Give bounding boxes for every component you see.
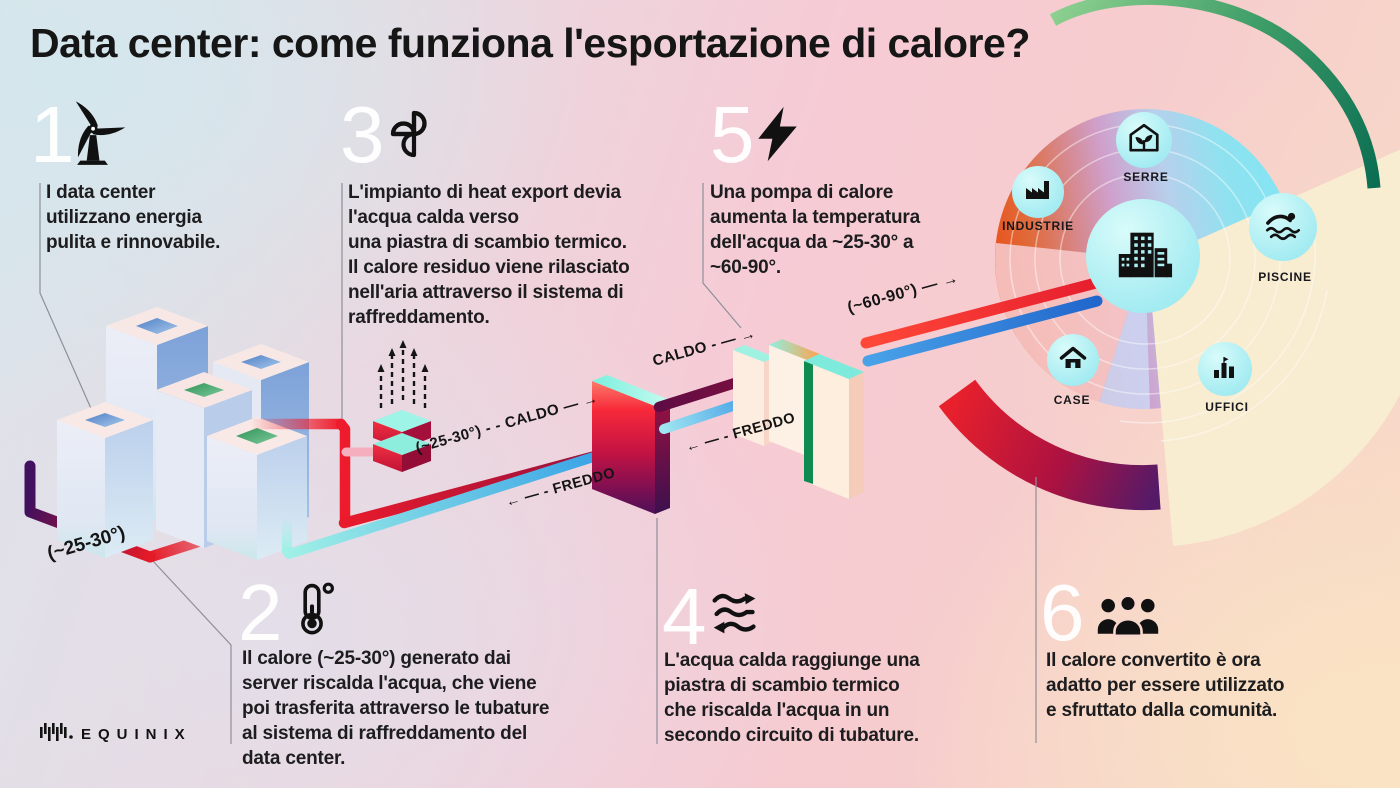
city-buildings-icon bbox=[1112, 223, 1174, 290]
community-industrie-circle bbox=[1012, 166, 1064, 218]
community-serre-circle bbox=[1116, 112, 1172, 168]
step-3-text: L'impianto di heat export devia l'acqua … bbox=[348, 182, 630, 329]
green-arc bbox=[1049, 0, 1381, 189]
step-2-text: Il calore (~25-30°) generato dai server … bbox=[242, 648, 550, 770]
brand-logo-text: EQUINIX bbox=[81, 726, 192, 743]
step-6-number: 6 bbox=[1040, 568, 1085, 657]
steam-arrows-icon bbox=[379, 348, 427, 408]
page-title: Data center: come funziona l'esportazion… bbox=[30, 20, 1030, 66]
step-4-number: 4 bbox=[662, 572, 707, 661]
house-icon bbox=[1057, 342, 1089, 379]
community-center-circle bbox=[1086, 199, 1200, 313]
community-case-circle bbox=[1047, 334, 1099, 386]
offices-icon bbox=[1209, 351, 1241, 388]
red-arc bbox=[938, 379, 1161, 511]
step-3-number: 3 bbox=[340, 90, 385, 179]
community-case-label: CASE bbox=[1053, 393, 1091, 407]
cooling-unit bbox=[373, 340, 431, 472]
callout-lines bbox=[39, 183, 1037, 744]
cooling-fan-icon bbox=[382, 102, 446, 171]
thermometer-icon bbox=[283, 580, 341, 645]
factory-icon bbox=[1022, 174, 1054, 211]
step-5-text: Una pompa di calore aumenta la temperatu… bbox=[710, 182, 920, 279]
community-people-icon bbox=[1086, 590, 1170, 645]
brand-logo: EQUINIX bbox=[38, 720, 192, 749]
cream-wedge bbox=[1148, 149, 1400, 546]
greenhouse-icon bbox=[1127, 121, 1161, 160]
step-4-text: L'acqua calda raggiunge una piastra di s… bbox=[664, 650, 920, 747]
heat-pump bbox=[733, 339, 864, 499]
pipes-circuit-1 bbox=[244, 418, 633, 559]
wind-turbine-icon bbox=[58, 100, 126, 173]
step-5-number: 5 bbox=[710, 90, 755, 179]
community-industrie-label: INDUSTRIE bbox=[1002, 219, 1074, 233]
swimmer-icon bbox=[1262, 204, 1304, 251]
step-2-number: 2 bbox=[238, 568, 283, 657]
step-6-text: Il calore convertito è ora adatto per es… bbox=[1046, 650, 1285, 722]
equinix-mark-icon bbox=[38, 720, 74, 749]
step-1-number: 1 bbox=[30, 90, 75, 179]
data-center-buildings bbox=[57, 307, 309, 560]
lightning-bolt-icon bbox=[748, 102, 808, 171]
pipes-circuit-3 bbox=[860, 277, 1103, 367]
step-1-text: I data center utilizzano energia pulita … bbox=[46, 182, 221, 254]
community-piscine-circle bbox=[1249, 193, 1317, 261]
heat-waves-icon bbox=[705, 588, 767, 645]
heat-exchanger-plate bbox=[592, 375, 670, 514]
community-uffici-label: UFFICI bbox=[1205, 400, 1249, 414]
community-uffici-circle bbox=[1198, 342, 1252, 396]
community-serre-label: SERRE bbox=[1123, 170, 1169, 184]
community-piscine-label: PISCINE bbox=[1258, 270, 1312, 284]
